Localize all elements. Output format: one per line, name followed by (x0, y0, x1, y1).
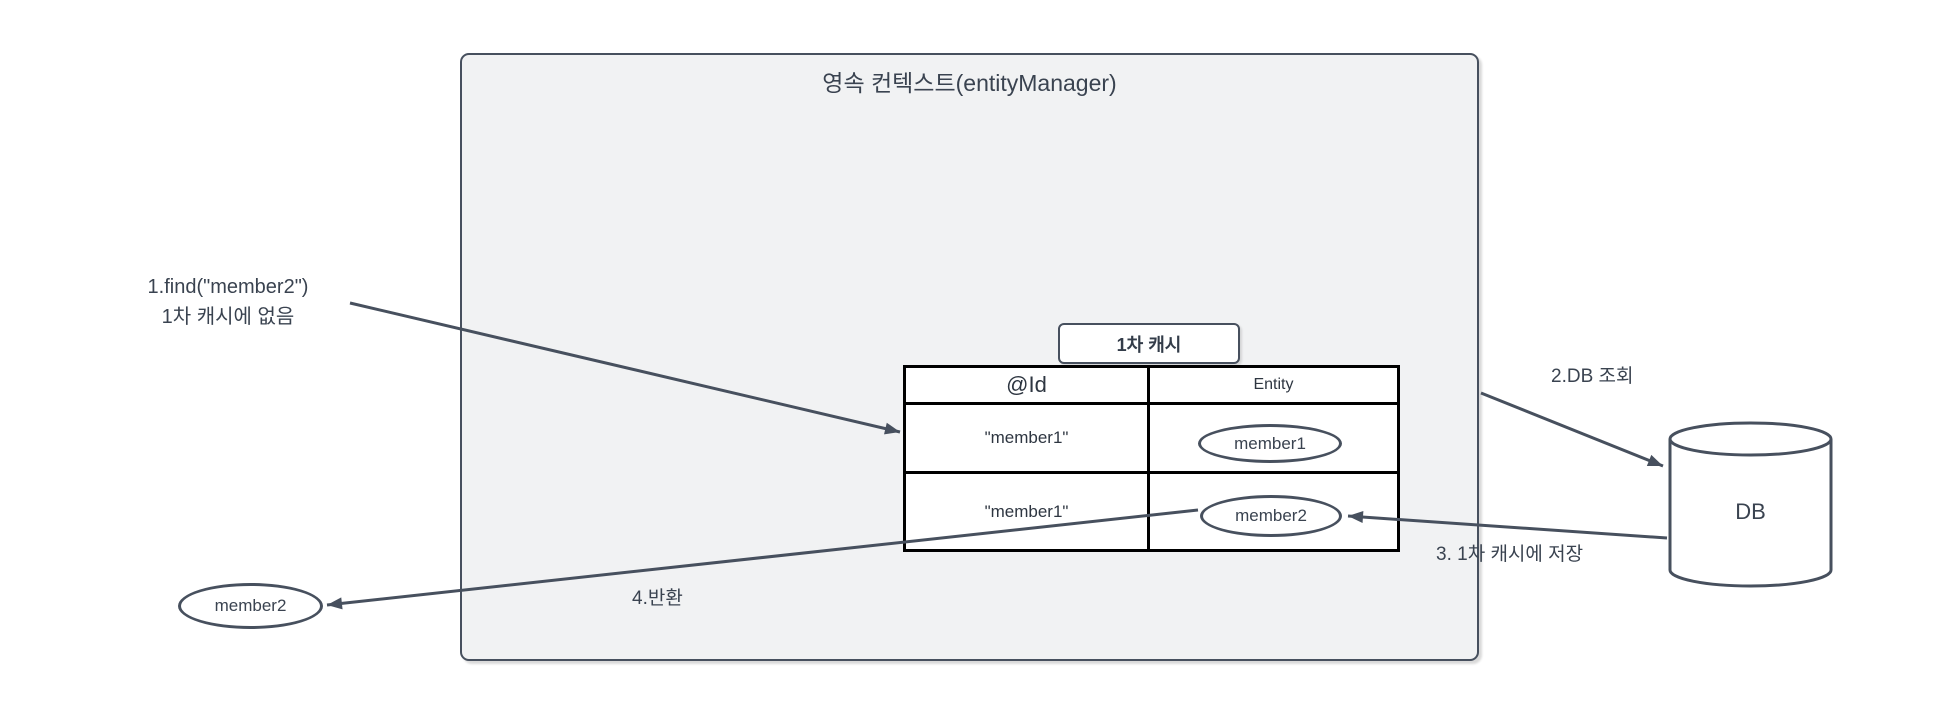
table-row1-entity-cell (1150, 405, 1397, 474)
table-header-id: @Id (906, 368, 1150, 405)
entity-member2-ellipse: member2 (1200, 495, 1342, 537)
step4-label: 4.반환 (632, 588, 683, 609)
step1-line1: 1.find("member2") (147, 276, 309, 298)
first-level-cache-label: 1차 캐시 (1058, 323, 1240, 364)
db-label: DB (1735, 499, 1766, 524)
table-row1-id-cell: "member1" (906, 405, 1150, 474)
returned-member2-ellipse: member2 (178, 583, 323, 629)
entity-member1-ellipse: member1 (1198, 424, 1342, 463)
step2-label: 2.DB 조회 (1551, 366, 1634, 387)
step1-label: 1.find("member2") 1차 캐시에 없음 (95, 272, 361, 332)
persistence-context-box (460, 53, 1479, 661)
persistence-context-title: 영속 컨텍스트(entityManager) (822, 70, 1117, 96)
step1-line2: 1차 캐시에 없음 (161, 306, 295, 328)
table-header-entity: Entity (1150, 368, 1397, 405)
arrow-step2-db-lookup (1480, 391, 1664, 468)
table-row2-id-cell: "member1" (906, 474, 1150, 549)
step3-label: 3. 1차 캐시에 저장 (1436, 544, 1584, 565)
